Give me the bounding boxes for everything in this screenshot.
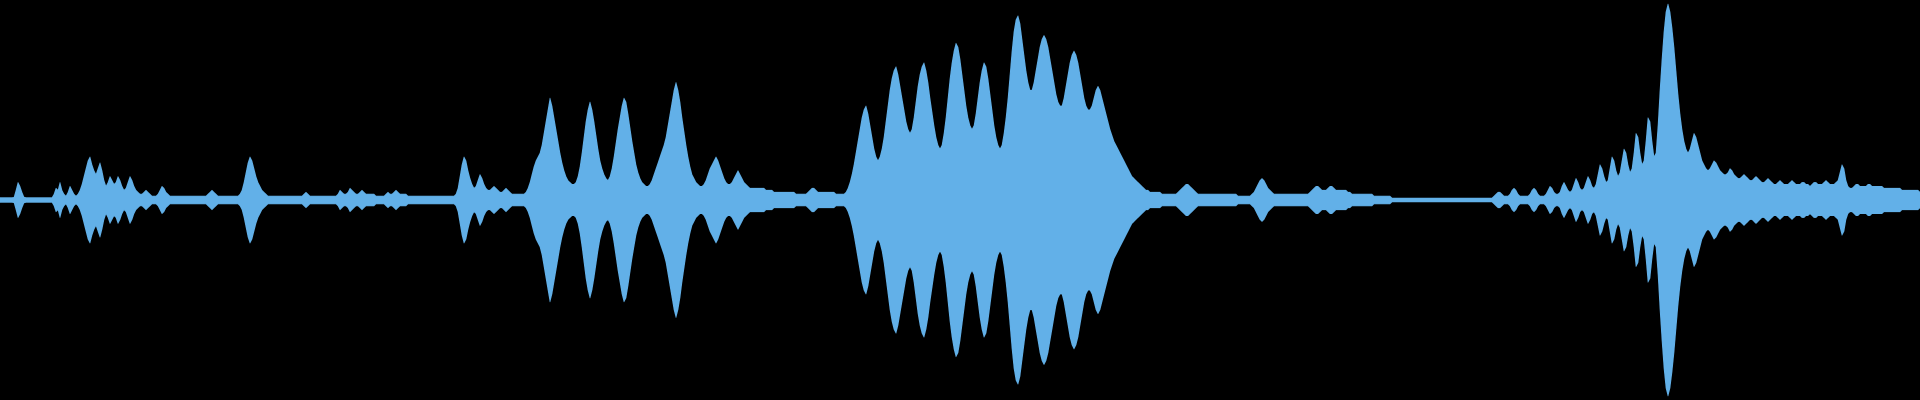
waveform-center-baseline xyxy=(0,199,1920,201)
